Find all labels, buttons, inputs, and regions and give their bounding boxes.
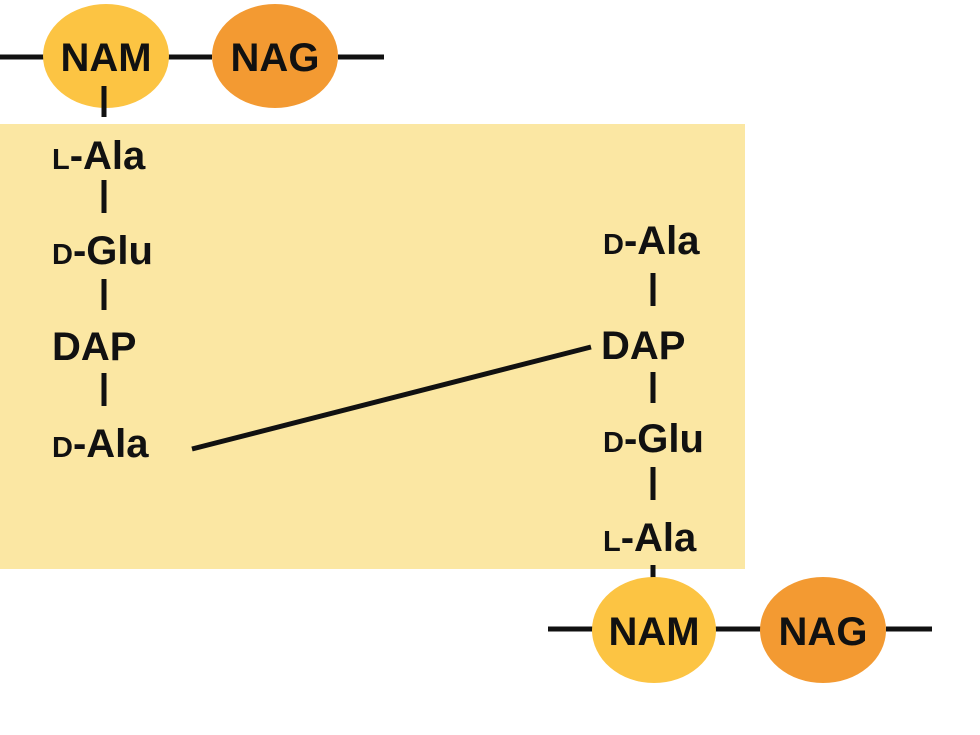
- top-residue-dap: DAP: [52, 325, 136, 369]
- bottom-nag-label: NAG: [779, 610, 868, 654]
- top-nam-node: [43, 4, 169, 108]
- bottom-residue-d-ala: D-Ala: [603, 219, 700, 263]
- top-residue-d-ala: D-Ala: [52, 422, 149, 466]
- top-residue-d-glu: D-Glu: [52, 229, 153, 273]
- bottom-nam-node: [592, 577, 716, 683]
- bottom-nag-node: [760, 577, 886, 683]
- crosslink-bond: [191, 344, 592, 452]
- bottom-residue-l-ala: L-Ala: [603, 516, 697, 560]
- top-nag-node: [212, 4, 338, 108]
- crosslink-panel: [0, 124, 745, 569]
- bottom-nam-label: NAM: [608, 610, 699, 654]
- bottom-residue-dap: DAP: [601, 324, 685, 368]
- top-residue-l-ala: L-Ala: [52, 134, 146, 178]
- bottom-residue-d-glu: D-Glu: [603, 417, 704, 461]
- top-nag-label: NAG: [231, 36, 320, 80]
- top-nam-label: NAM: [60, 36, 151, 80]
